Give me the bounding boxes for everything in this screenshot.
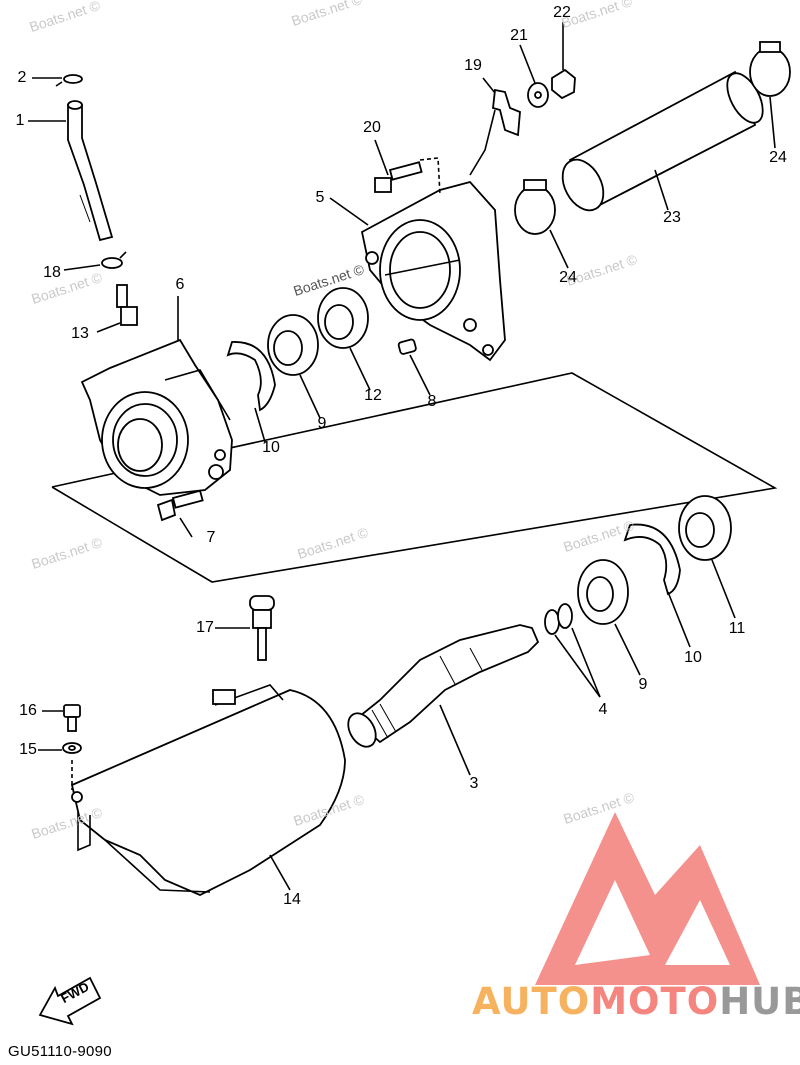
nut-22 <box>551 68 576 100</box>
bearing-housing-6 <box>80 338 233 496</box>
clamp-18 <box>101 251 127 269</box>
bolt-7 <box>156 489 204 522</box>
callout-9-upper: 9 <box>317 415 327 432</box>
nipple-13 <box>116 284 138 326</box>
bolt-16 <box>63 704 81 732</box>
callout-20: 20 <box>363 119 381 136</box>
bearing-11 <box>678 495 732 561</box>
callout-23: 23 <box>663 209 681 226</box>
hose-clamp-24-upper <box>749 41 791 97</box>
callout-12: 12 <box>364 387 382 404</box>
callout-9-lower: 9 <box>638 676 648 693</box>
fwd-arrow-icon <box>38 976 102 1026</box>
water-hose-23 <box>561 70 764 212</box>
driveshaft-3 <box>347 624 540 748</box>
callout-18: 18 <box>43 264 61 281</box>
callout-8: 8 <box>427 393 437 410</box>
washer-21 <box>527 82 549 108</box>
brand-part-auto: AUTO <box>472 980 591 1023</box>
callout-22: 22 <box>553 4 571 21</box>
callout-10-lower: 10 <box>684 649 702 666</box>
bearing-9-upper <box>267 314 319 376</box>
callout-13: 13 <box>71 325 89 342</box>
diagram-code: GU51110-9090 <box>8 1043 112 1060</box>
o-rings-4 <box>544 603 573 635</box>
plug-17 <box>249 595 275 661</box>
callout-10-upper: 10 <box>262 439 280 456</box>
callout-4: 4 <box>598 701 608 718</box>
callout-3: 3 <box>469 775 479 792</box>
callout-1: 1 <box>15 112 25 129</box>
oil-seal-12 <box>317 287 369 349</box>
brand-part-moto: MOTO <box>590 980 720 1023</box>
clamp-2 <box>55 74 83 87</box>
washer-15 <box>62 742 82 754</box>
assembly-frame <box>51 372 778 583</box>
callout-24-upper: 24 <box>769 149 787 166</box>
automotohub-wordmark: AUTOMOTOHUB <box>472 980 800 1023</box>
circlip-10-lower <box>623 523 681 596</box>
callout-21: 21 <box>510 27 528 44</box>
callout-15: 15 <box>19 741 37 758</box>
bracket-19 <box>492 88 521 137</box>
bolt-20 <box>374 161 423 193</box>
hose-1 <box>67 100 114 242</box>
leader-lines <box>28 22 776 891</box>
dowel-pin-8 <box>397 338 417 355</box>
cover-plate-5 <box>360 180 506 362</box>
automotohub-logo-icon <box>535 812 760 985</box>
driveshaft-cover-14 <box>70 684 346 896</box>
callout-11: 11 <box>728 620 746 637</box>
bearing-9-lower <box>577 559 629 625</box>
callout-2: 2 <box>17 69 27 86</box>
brand-part-hub: HUB <box>719 980 800 1023</box>
hose-clamp-24-lower <box>514 179 556 235</box>
callout-14: 14 <box>283 891 301 908</box>
circlip-10-upper <box>226 341 276 412</box>
callout-16: 16 <box>19 702 37 719</box>
callout-7: 7 <box>206 529 216 546</box>
callout-24-lower: 24 <box>559 269 577 286</box>
callout-5: 5 <box>315 189 325 206</box>
callout-17: 17 <box>196 619 214 636</box>
callout-19: 19 <box>464 57 482 74</box>
callout-6: 6 <box>175 276 185 293</box>
